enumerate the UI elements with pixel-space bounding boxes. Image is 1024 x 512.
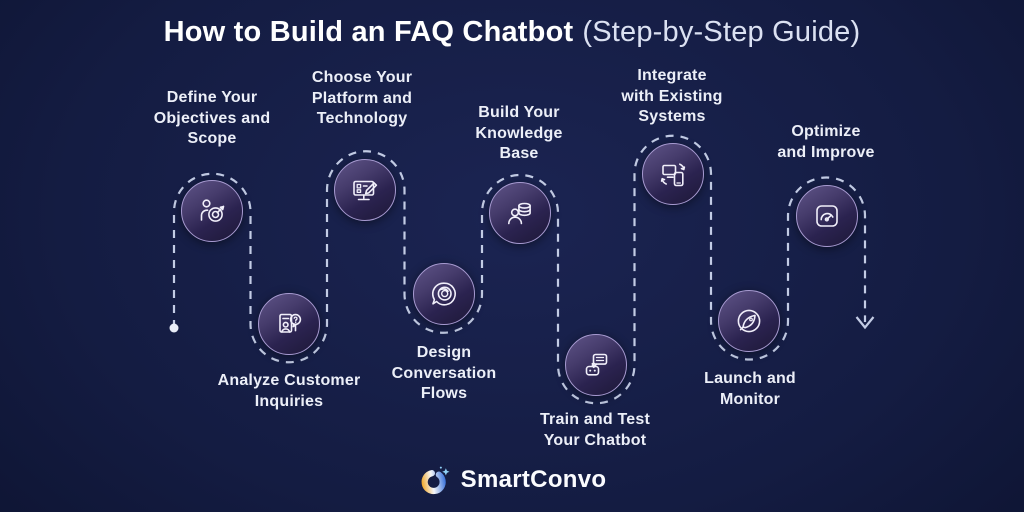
step-6-node [565,334,627,396]
step-8-node [718,290,780,352]
step-3-node [334,159,396,221]
step-7-node [642,143,704,205]
step-9-node [796,185,858,247]
step-2-node [258,293,320,355]
title-main: How to Build an FAQ Chatbot [163,16,574,48]
step-2-label: Analyze Customer Inquiries [217,372,361,410]
integrate-systems-icon [660,163,686,187]
brand-name: SmartConvo [460,466,607,493]
step-1-label: Define Your Objectives and Scope [153,89,271,147]
step-3-label: Choose Your Platform and Technology [311,69,413,127]
dashed-route-line [172,134,867,405]
optimize-improve-icon [816,205,838,227]
step-9-label: Optimize and Improve [777,123,875,161]
train-test-chatbot-icon [585,353,608,376]
conversation-flows-icon [431,282,456,306]
knowledge-base-icon [508,202,531,225]
launch-monitor-icon [737,309,761,333]
step-5-node [489,182,551,244]
route-end-arrow-icon [855,316,875,330]
step-4-label: Design Conversation Flows [391,344,497,402]
smartconvo-logo-icon [421,466,450,495]
platform-technology-icon [353,180,378,201]
step-6-label: Train and Test Your Chatbot [539,411,651,449]
route-start-dot [169,323,179,333]
step-7-label: Integrate with Existing Systems [621,67,723,125]
step-5-label: Build Your Knowledge Base [475,104,563,162]
title-suffix: (Step-by-Step Guide) [582,16,861,48]
step-8-label: Launch and Monitor [704,370,796,408]
brand-logo: SmartConvo [418,462,607,498]
customer-inquiries-icon [279,313,302,333]
objectives-target-icon [200,199,225,222]
step-4-node [413,263,475,325]
page-title: How to Build an FAQ Chatbot(Step-by-Step… [0,16,1024,49]
step-1-node [181,180,243,242]
